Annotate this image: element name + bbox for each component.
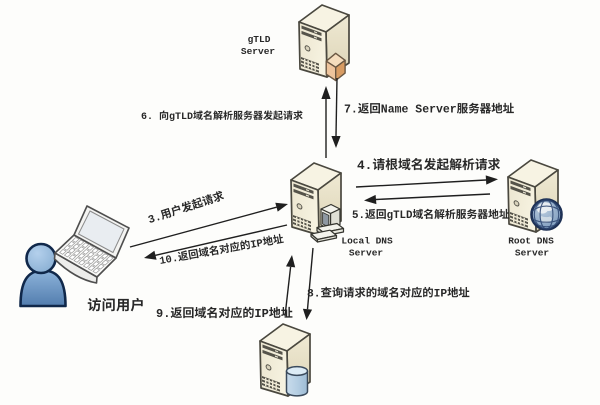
- svg-text:5.: 5.: [352, 210, 365, 222]
- svg-text:Root DNS: Root DNS: [508, 236, 554, 247]
- svg-text:gTLD: gTLD: [387, 210, 413, 222]
- svg-text:Server: Server: [241, 46, 276, 57]
- svg-text:9.: 9.: [156, 307, 170, 321]
- svg-text:6.: 6.: [141, 112, 153, 123]
- svg-text:Name Server: Name Server: [381, 104, 457, 117]
- svg-text:gTLD: gTLD: [169, 112, 193, 123]
- svg-text:IP: IP: [250, 238, 265, 252]
- svg-text:10.: 10.: [159, 253, 180, 268]
- svg-text:3.: 3.: [147, 212, 163, 227]
- svg-text:4.: 4.: [357, 158, 372, 173]
- svg-text:IP: IP: [254, 307, 268, 321]
- svg-text:gTLD: gTLD: [248, 34, 271, 45]
- svg-text:IP: IP: [434, 289, 448, 301]
- svg-text:7.: 7.: [344, 104, 358, 117]
- svg-text:Local DNS: Local DNS: [341, 236, 393, 247]
- svg-text:8.: 8.: [307, 289, 321, 301]
- svg-text:Server: Server: [515, 248, 550, 259]
- svg-text:Server: Server: [349, 248, 384, 259]
